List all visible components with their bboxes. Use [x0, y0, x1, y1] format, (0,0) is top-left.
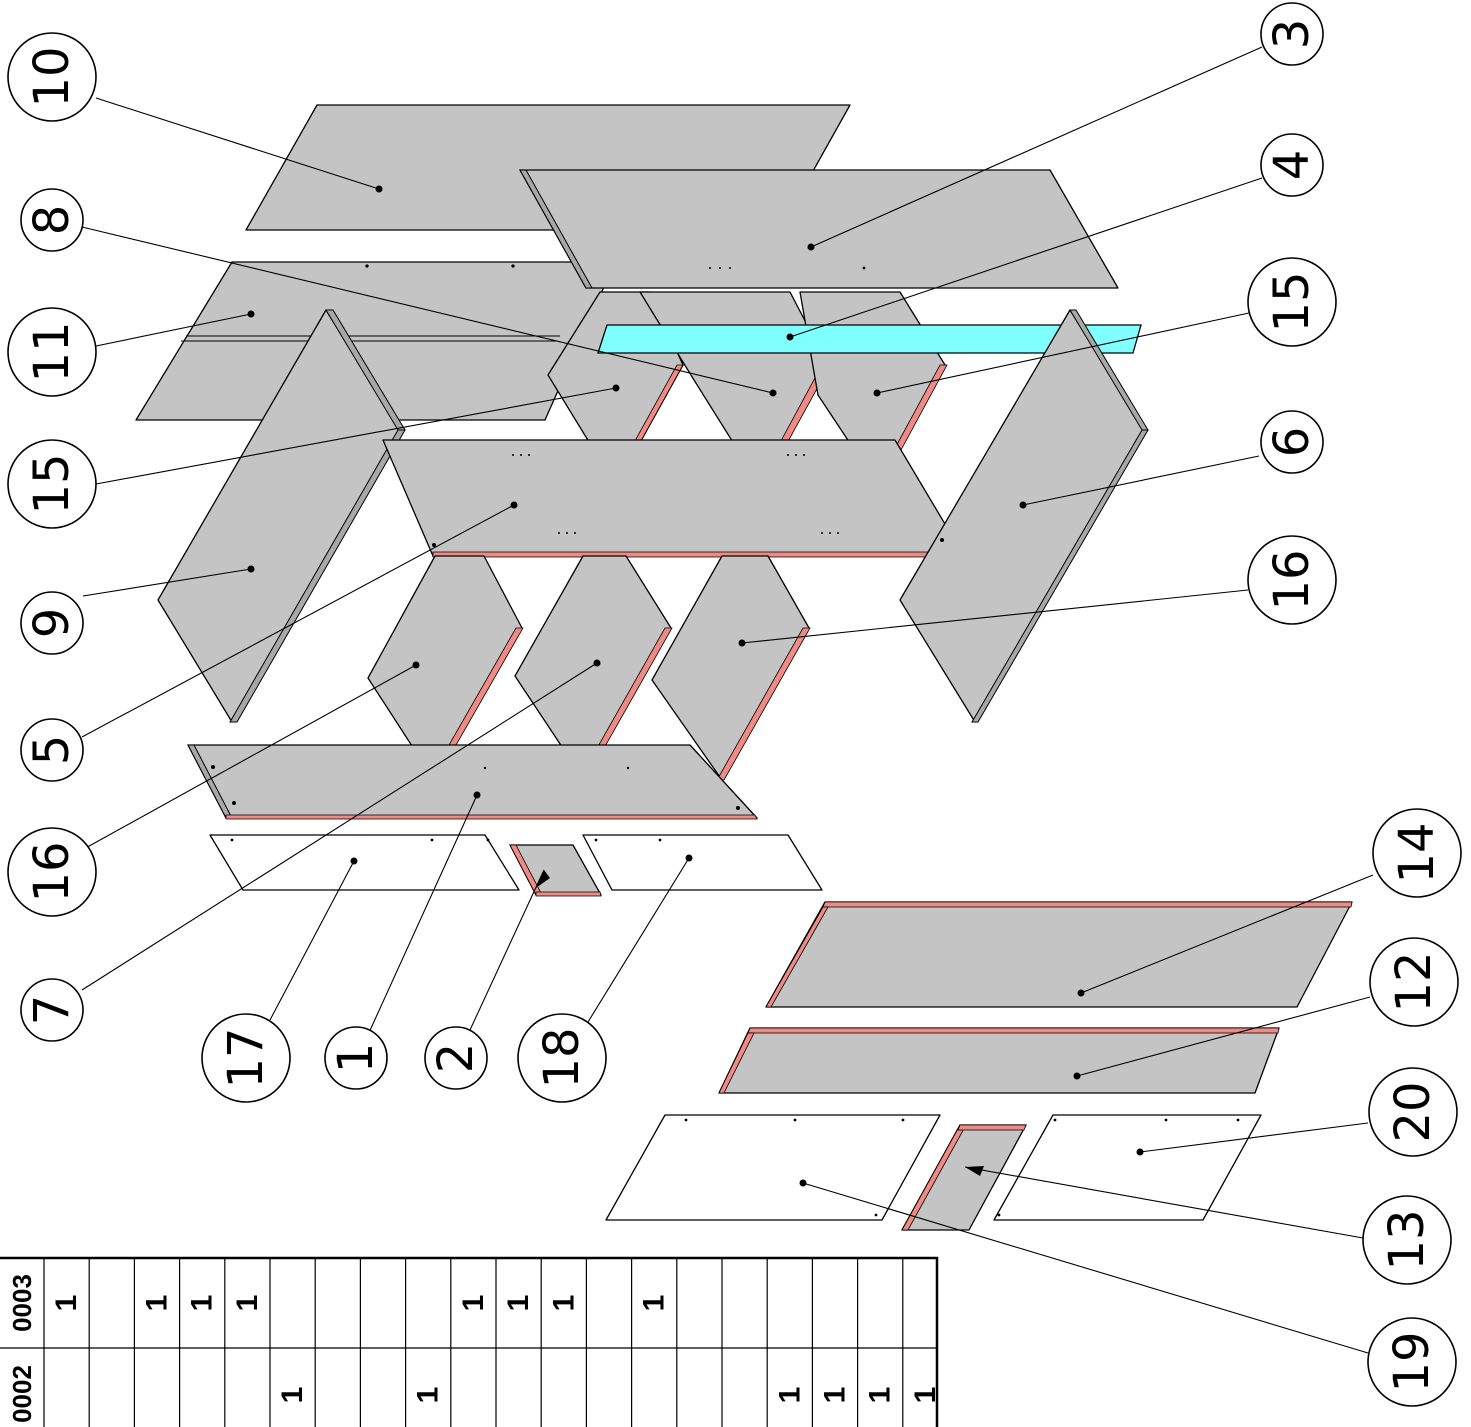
svg-text:18: 18 [534, 1027, 590, 1088]
bom-cell-col_0002: 1 [412, 1387, 445, 1404]
svg-text:0003: 0003 [7, 1274, 37, 1332]
bom-cell-text: 1 [502, 1295, 535, 1312]
part-19-panel [605, 1114, 941, 1221]
bom-cell-col_0003: 1 [231, 1295, 264, 1312]
bom-cell-text: 1 [457, 1295, 490, 1312]
balloon-part-4: 4 [1260, 133, 1324, 197]
svg-text:9: 9 [24, 608, 80, 639]
svg-text:17: 17 [218, 1027, 274, 1088]
bom-cell-col_0003: 1 [638, 1295, 671, 1312]
balloon-part-1: 1 [324, 1026, 388, 1090]
svg-text:7: 7 [24, 995, 80, 1026]
svg-text:10: 10 [24, 46, 80, 107]
leader-lines [81, 46, 1374, 1354]
svg-text:6: 6 [1264, 427, 1320, 458]
svg-text:11: 11 [24, 321, 80, 382]
bom-cell-text: 1 [773, 1387, 806, 1404]
part-4-rail [597, 324, 1142, 354]
part-17-panel [209, 834, 520, 891]
bom-cell-col_0003: 1 [186, 1295, 219, 1312]
bom-cell-text: 1 [412, 1387, 445, 1404]
part-1-panel [187, 744, 758, 819]
bom-cell-text: 1 [276, 1387, 309, 1404]
balloon-part-7: 7 [20, 978, 84, 1042]
bom-cell-text: 1 [547, 1295, 580, 1312]
part-3-panel [519, 169, 1119, 289]
balloon-part-17: 17 [201, 1013, 291, 1103]
svg-text:0002: 0002 [7, 1365, 37, 1423]
bom-cell-col_0002: 1 [909, 1387, 942, 1404]
svg-text:5: 5 [24, 735, 80, 766]
balloon-part-9: 9 [20, 591, 84, 655]
part-20-panel [993, 1114, 1262, 1221]
bom-cell-col_0003: 1 [141, 1295, 174, 1312]
svg-text:19: 19 [1384, 1331, 1440, 1392]
bom-cell-col_0003: 1 [50, 1295, 83, 1312]
balloon-part-15: 15 [7, 439, 97, 529]
part-18-panel [582, 834, 823, 891]
balloon-part-16-left: 16 [7, 827, 97, 917]
part-12-panel [718, 1027, 1280, 1094]
leader-arrow-13 [965, 1166, 984, 1176]
bom-cell-col_0002: 1 [773, 1387, 806, 1404]
balloon-part-10: 10 [7, 32, 97, 122]
part-14-panel [765, 901, 1353, 1008]
bom-cell-col_0003: 1 [547, 1295, 580, 1312]
svg-text:16: 16 [1264, 549, 1320, 610]
bom-cell-text: 1 [909, 1387, 942, 1404]
leader-arrow-2 [536, 870, 550, 888]
svg-text:13: 13 [1379, 1209, 1435, 1270]
svg-text:16: 16 [24, 841, 80, 902]
svg-text:4: 4 [1264, 150, 1320, 181]
detail-holes [211, 264, 1240, 1217]
bom-cell-col_0002: 1 [864, 1387, 897, 1404]
svg-text:1: 1 [328, 1043, 384, 1074]
balloon-part-6: 6 [1260, 410, 1324, 474]
part-5-panel [382, 439, 965, 557]
bom-cell-col_0002: 1 [276, 1387, 309, 1404]
bom-cell-text: 1 [638, 1295, 671, 1312]
bom-cell-text: 1 [141, 1295, 174, 1312]
balloon-part-19: 19 [1367, 1317, 1457, 1407]
svg-text:2: 2 [428, 1043, 484, 1074]
balloon-part-14: 14 [1372, 808, 1462, 898]
balloon-part-11: 11 [7, 307, 97, 397]
svg-text:15: 15 [24, 453, 80, 514]
balloon-part-13: 13 [1362, 1195, 1452, 1285]
balloon-part-15-right: 15 [1247, 257, 1337, 347]
bom-cell-text: 1 [864, 1387, 897, 1404]
balloon-part-5: 5 [20, 718, 84, 782]
svg-text:12: 12 [1386, 951, 1442, 1012]
balloons: 10 8 11 15 9 5 16 7 17 1 2 [7, 2, 1462, 1407]
balloon-part-3: 3 [1260, 2, 1324, 66]
bom-header-0002: 0002 [7, 1365, 37, 1423]
balloon-part-20: 20 [1368, 1067, 1458, 1157]
svg-text:20: 20 [1385, 1081, 1441, 1142]
balloon-part-18: 18 [517, 1013, 607, 1103]
svg-text:8: 8 [24, 205, 80, 236]
leader-dots [247, 185, 1144, 1187]
svg-text:14: 14 [1389, 822, 1445, 883]
balloon-part-8: 8 [20, 188, 84, 252]
svg-text:15: 15 [1264, 271, 1320, 332]
bom-cell-col_0003: 1 [457, 1295, 490, 1312]
bom-cell-text: 1 [50, 1295, 83, 1312]
bom-cell-text: 1 [819, 1387, 852, 1404]
svg-text:3: 3 [1264, 19, 1320, 50]
bom-cell-text: 1 [231, 1295, 264, 1312]
bom-cell-col_0002: 1 [819, 1387, 852, 1404]
bom-header-0003: 0003 [7, 1274, 37, 1332]
balloon-part-12: 12 [1369, 937, 1459, 1027]
bom-cell-text: 1 [186, 1295, 219, 1312]
bom-cell-col_0003: 1 [502, 1295, 535, 1312]
balloon-part-16-right: 16 [1247, 535, 1337, 625]
balloon-part-2: 2 [424, 1026, 488, 1090]
